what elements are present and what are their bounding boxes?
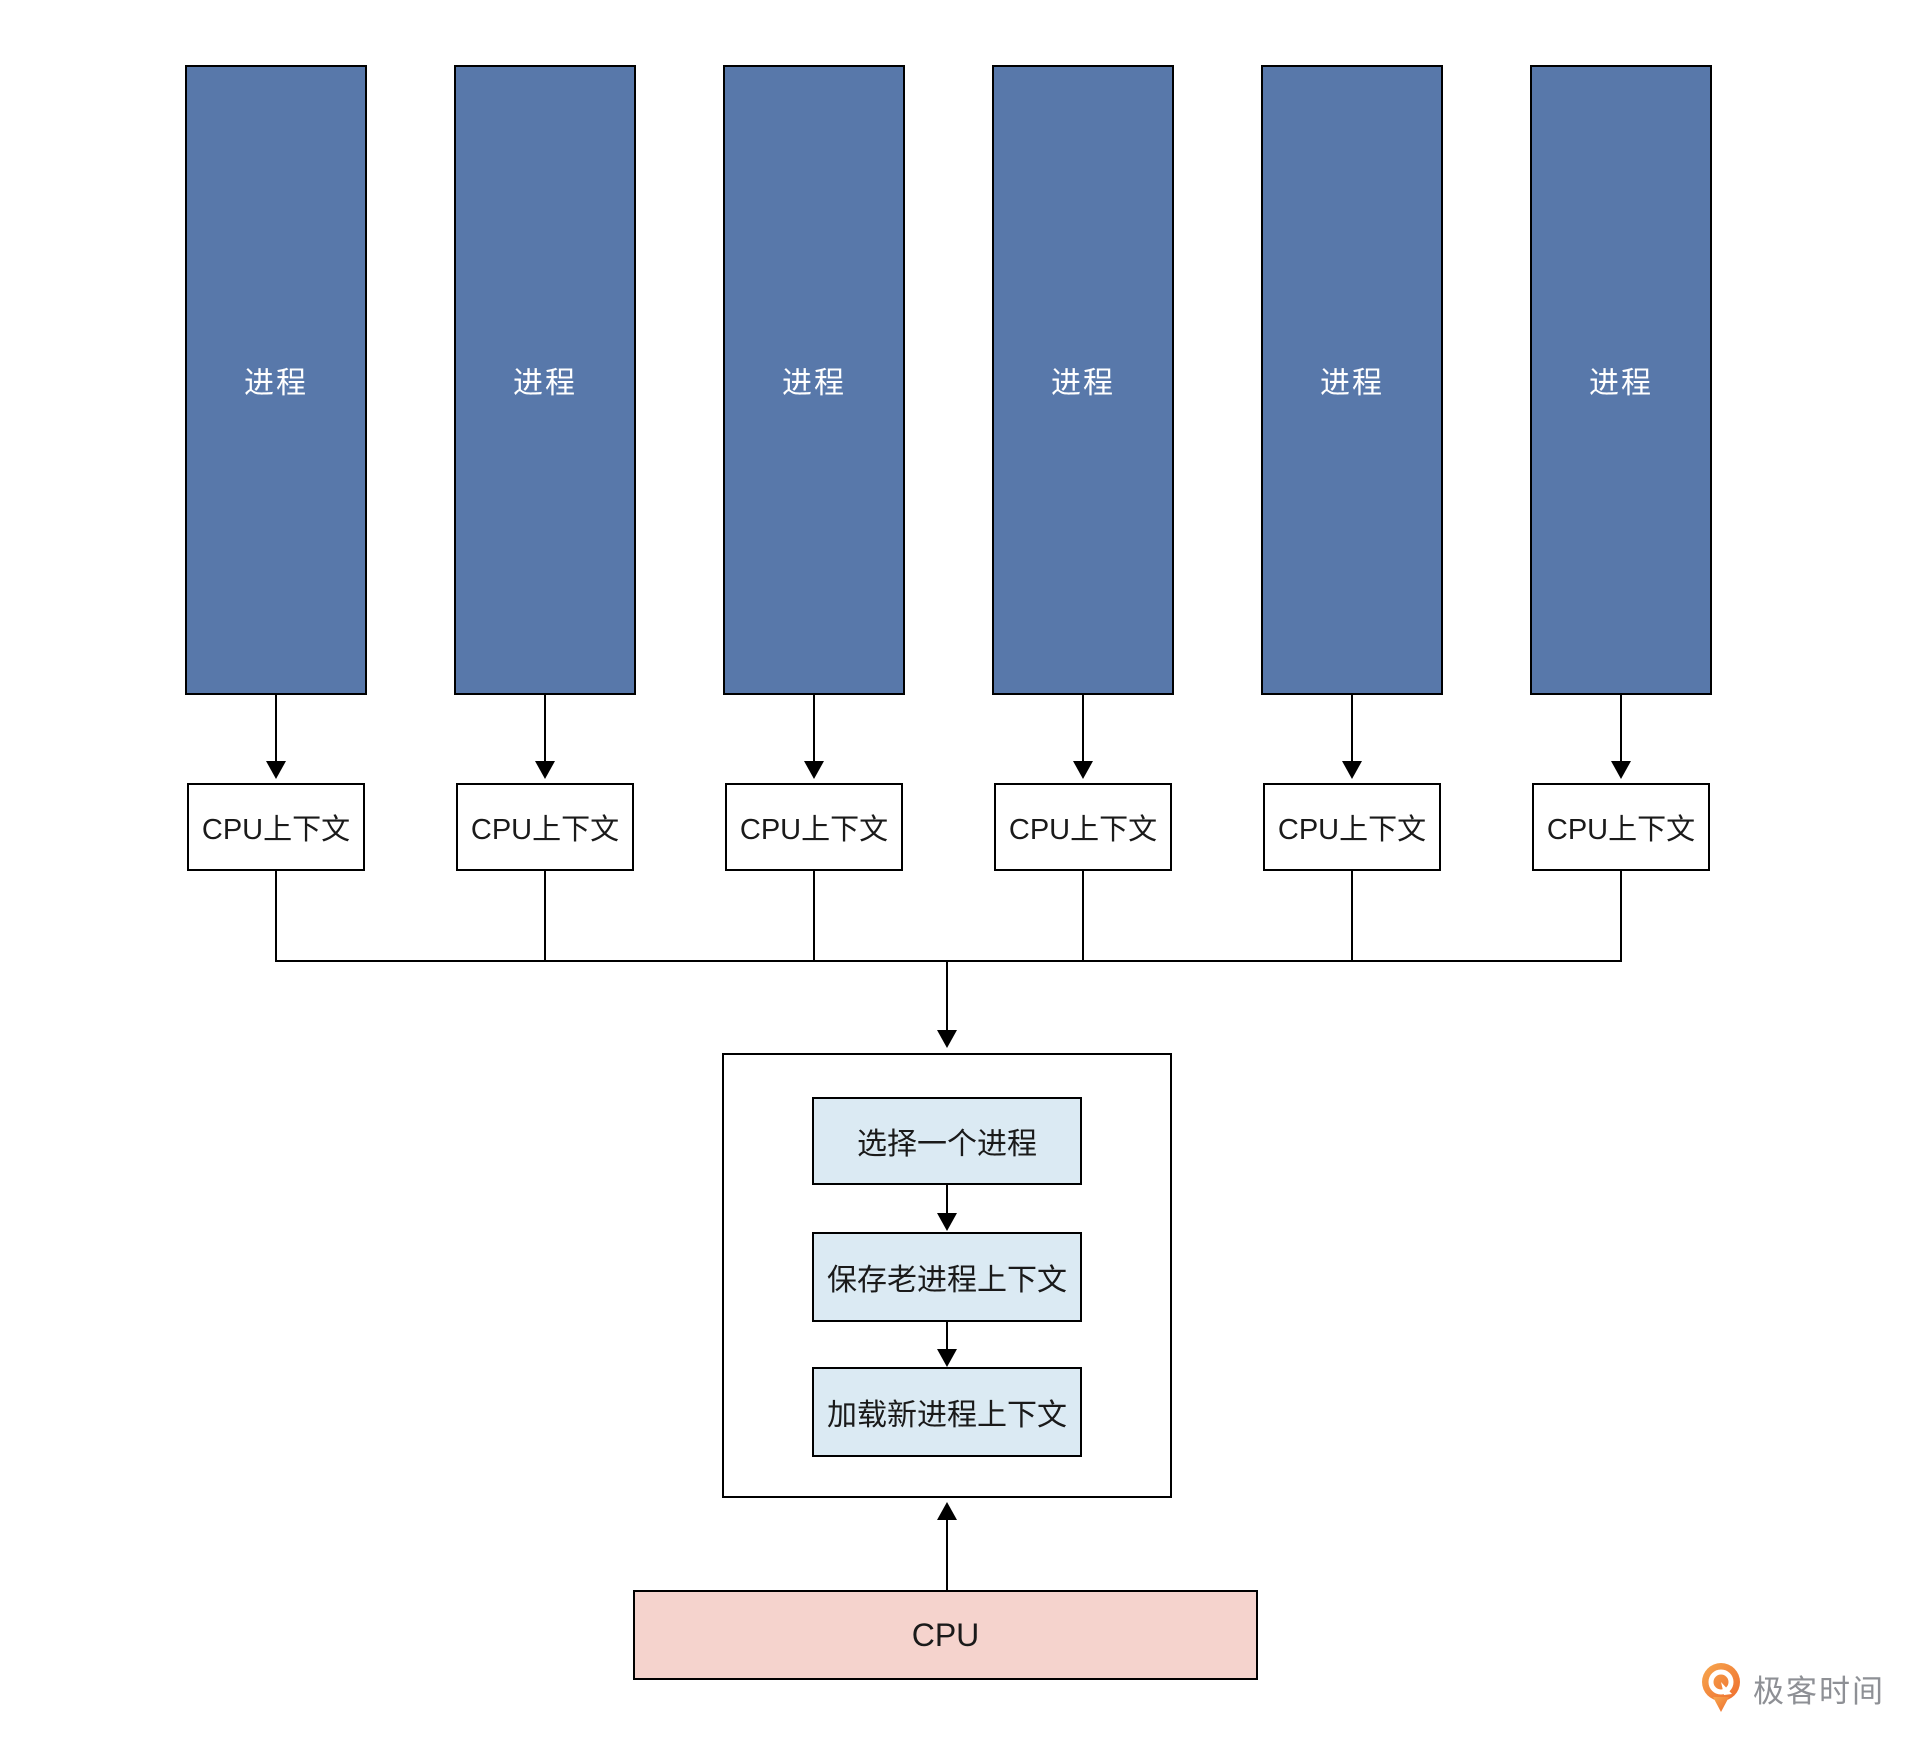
- arrow-down-icon: [937, 1349, 957, 1367]
- cpu-context-box-5: CPU上下文: [1263, 783, 1441, 871]
- step-save-old-context: 保存老进程上下文: [812, 1232, 1082, 1322]
- process-box-3: 进程: [723, 65, 905, 695]
- connector-line: [1351, 871, 1353, 962]
- arrow-down-icon: [937, 1213, 957, 1231]
- connector-line: [946, 1322, 948, 1349]
- arrow-down-icon: [804, 761, 824, 779]
- connector-line: [946, 1518, 948, 1590]
- connector-line: [1620, 695, 1622, 761]
- connector-line: [275, 871, 277, 962]
- connector-line: [813, 871, 815, 962]
- connector-line: [544, 695, 546, 761]
- process-box-5: 进程: [1261, 65, 1443, 695]
- process-box-6: 进程: [1530, 65, 1712, 695]
- connector-line: [946, 1185, 948, 1213]
- arrow-up-icon: [937, 1502, 957, 1520]
- geektime-logo-icon: [1702, 1663, 1740, 1712]
- arrow-down-icon: [1342, 761, 1362, 779]
- connector-line: [1620, 871, 1622, 962]
- cpu-context-box-2: CPU上下文: [456, 783, 634, 871]
- connector-line: [1351, 695, 1353, 761]
- connector-line: [544, 871, 546, 962]
- process-box-2: 进程: [454, 65, 636, 695]
- connector-line: [946, 960, 948, 1030]
- cpu-context-box-6: CPU上下文: [1532, 783, 1710, 871]
- step-select-process: 选择一个进程: [812, 1097, 1082, 1185]
- arrow-down-icon: [937, 1030, 957, 1048]
- connector-line: [275, 695, 277, 761]
- arrow-down-icon: [266, 761, 286, 779]
- connector-line: [1082, 695, 1084, 761]
- connector-line: [1082, 871, 1084, 962]
- cpu-context-box-1: CPU上下文: [187, 783, 365, 871]
- bus-connector-line: [275, 960, 1622, 962]
- cpu-context-box-3: CPU上下文: [725, 783, 903, 871]
- arrow-down-icon: [535, 761, 555, 779]
- cpu-context-box-4: CPU上下文: [994, 783, 1172, 871]
- process-box-1: 进程: [185, 65, 367, 695]
- geektime-logo-text: 极客时间: [1753, 1673, 1885, 1709]
- step-load-new-context: 加载新进程上下文: [812, 1367, 1082, 1457]
- connector-line: [813, 695, 815, 761]
- process-box-4: 进程: [992, 65, 1174, 695]
- cpu-box: CPU: [633, 1590, 1258, 1680]
- arrow-down-icon: [1611, 761, 1631, 779]
- geektime-logo: 极客时间: [1700, 1662, 1885, 1714]
- arrow-down-icon: [1073, 761, 1093, 779]
